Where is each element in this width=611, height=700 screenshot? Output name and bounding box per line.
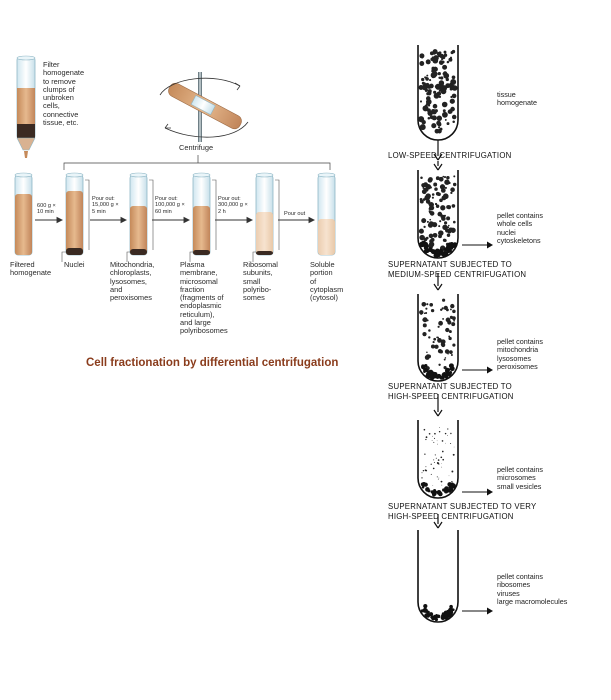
tube-high-speed bbox=[417, 420, 459, 499]
pellet-label-4: pellet contains ribosomes viruses large … bbox=[497, 572, 568, 607]
tube-microsomes bbox=[192, 172, 211, 256]
step-label-2: Pour out: 15,000 g × 5 min bbox=[92, 196, 119, 215]
step-arrows bbox=[35, 216, 316, 224]
centrifuge-label: Centrifuge bbox=[179, 143, 214, 152]
tube-nuclei bbox=[65, 172, 84, 256]
tube-mitochondria bbox=[129, 172, 148, 256]
fraction-mitochondria: Mitochondria, chloroplasts, lysosomes, a… bbox=[110, 260, 155, 303]
fraction-microsomes: Plasma membrane, microsomal fraction (fr… bbox=[180, 260, 228, 336]
tube-cytosol bbox=[317, 172, 336, 256]
label-leaders bbox=[61, 179, 280, 262]
pellet-label-2: pellet contains mitochondria lysosomes p… bbox=[497, 337, 543, 372]
stage-label-low: LOW-SPEED CENTRIFUGATION bbox=[388, 151, 512, 160]
diagram-caption: Cell fractionation by differential centr… bbox=[86, 357, 339, 369]
step-label-5: Pour out bbox=[284, 211, 306, 217]
stage-label-high: SUPERNATANT SUBJECTED TO HIGH-SPEED CENT… bbox=[388, 382, 514, 401]
step-label-4: Pour out: 300,000 g × 2 h bbox=[218, 196, 248, 215]
filter-tube bbox=[16, 55, 36, 158]
tube-very-high-speed bbox=[417, 530, 459, 623]
step-label-1: 600 g × 10 min bbox=[37, 203, 56, 216]
tube-tissue-homogenate bbox=[417, 45, 459, 141]
step-label-3: Pour out: 100,000 g × 60 min bbox=[155, 196, 185, 215]
tissue-homogenate-label: tissue homogenate bbox=[497, 90, 537, 108]
filtered-homogenate-label: Filtered homogenate bbox=[10, 260, 52, 278]
filter-label: Filter homogenate to remove clumps of un… bbox=[43, 60, 85, 128]
fraction-ribosomal: Ribosomal subunits, small polyribo- some… bbox=[243, 260, 278, 303]
stage-label-very-high: SUPERNATANT SUBJECTED TO VERY HIGH-SPEED… bbox=[388, 502, 537, 521]
tube-medium-speed bbox=[417, 294, 459, 382]
stage-arrows bbox=[433, 140, 443, 529]
fraction-cytosol: Soluble portion of cytoplasm (cytosol) bbox=[310, 260, 344, 303]
series-bracket bbox=[63, 155, 331, 170]
tube-low-speed bbox=[417, 170, 459, 259]
fraction-nuclei: Nuclei bbox=[64, 260, 85, 269]
tube-ribosomal bbox=[255, 172, 274, 256]
pellet-arrows bbox=[462, 241, 493, 615]
centrifuge bbox=[159, 72, 249, 142]
tube-filtered bbox=[14, 172, 33, 256]
stage-label-medium: SUPERNATANT SUBJECTED TO MEDIUM-SPEED CE… bbox=[388, 260, 527, 279]
pellet-label-3: pellet contains microsomes small vesicle… bbox=[497, 465, 543, 491]
pellet-label-1: pellet contains whole cells nuclei cytos… bbox=[497, 211, 543, 246]
